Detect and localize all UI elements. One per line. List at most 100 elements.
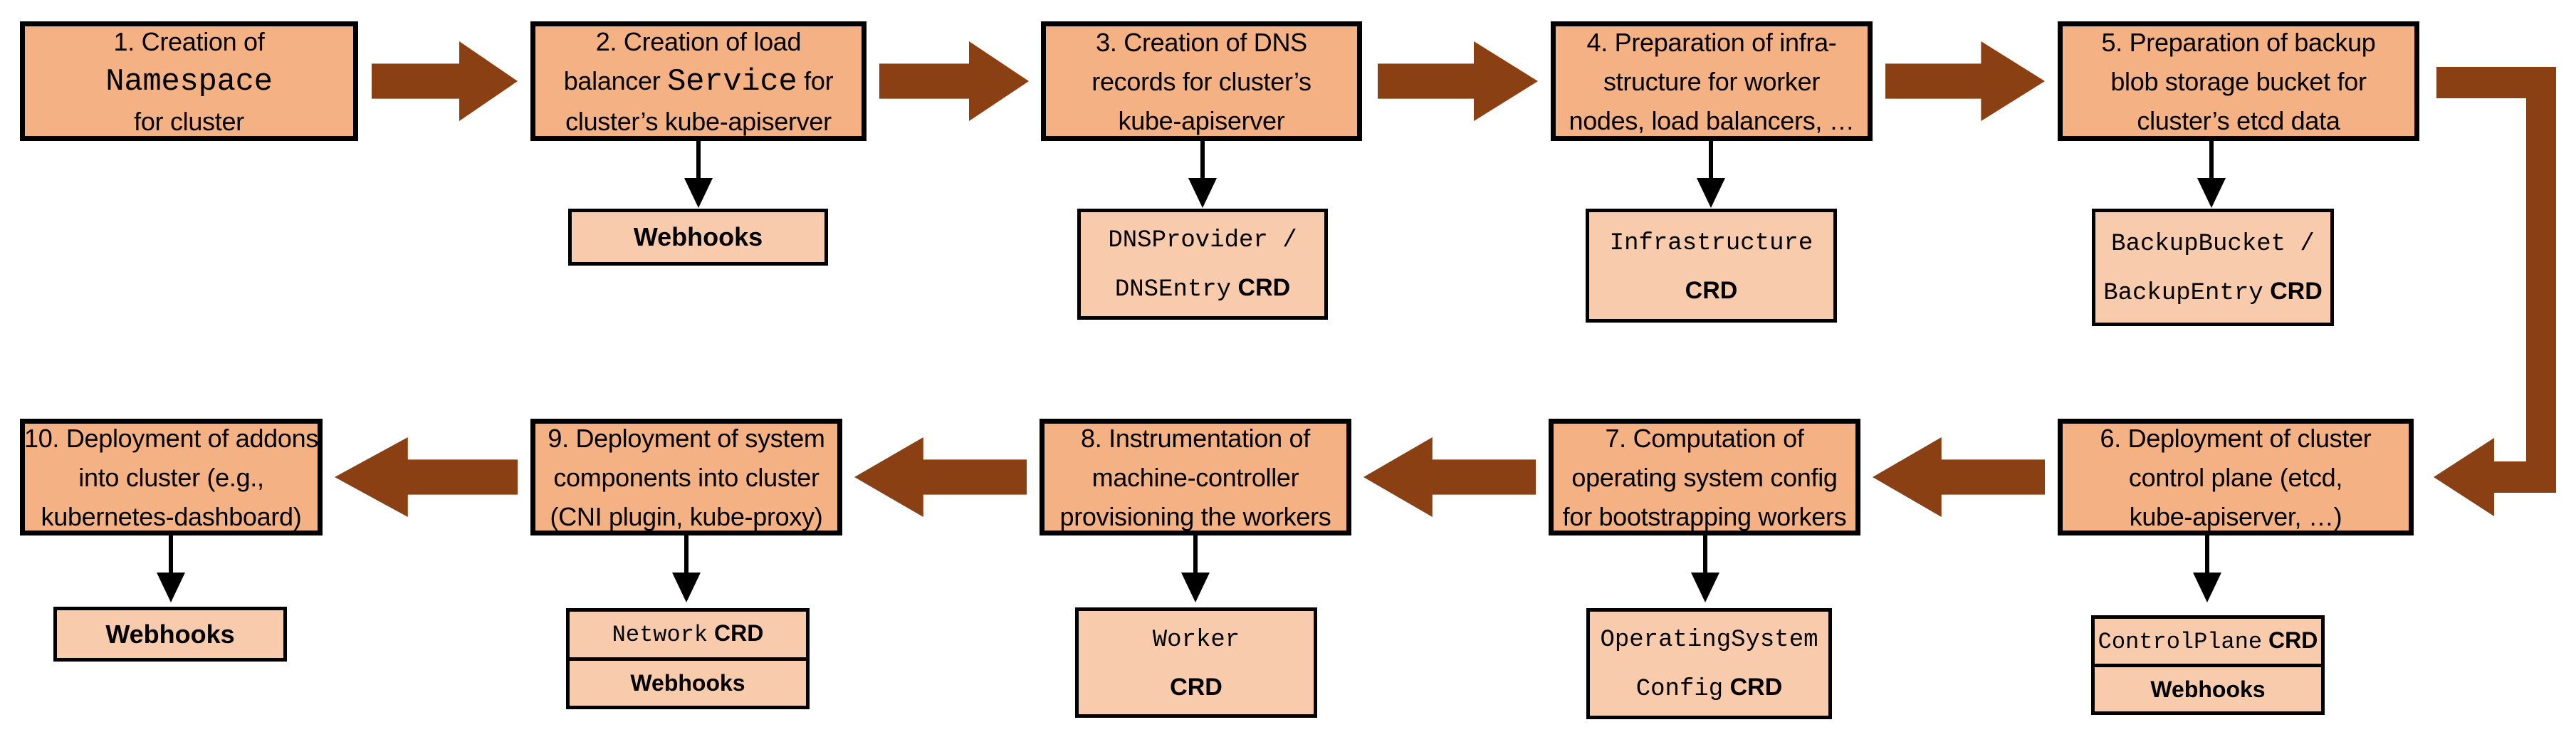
- text-segment: for bootstrapping workers: [1562, 501, 1847, 531]
- step-2-text-line: balancer Service for: [564, 61, 834, 102]
- step-2-box: 2. Creation of load balancer Service for…: [530, 21, 866, 141]
- text-segment: cluster’s kube-apiserver: [565, 106, 832, 136]
- step-8-text-line: machine-controller: [1092, 458, 1299, 497]
- step-4-crd-box: Infrastructure CRD: [1586, 209, 1837, 323]
- step-3-box: 3. Creation of DNS records for cluster’s…: [1041, 21, 1362, 141]
- step-2-webhooks-box: Webhooks: [568, 209, 828, 266]
- text-segment: Infrastructure: [1609, 229, 1813, 257]
- step-5-text-line: cluster’s etcd data: [2137, 101, 2340, 137]
- flow-arrow-9-to-10: [335, 437, 518, 517]
- text-segment: kube-apiserver, …): [2129, 501, 2342, 531]
- text-segment: DNSEntry: [1114, 276, 1232, 303]
- connector-arrowhead-step-3: [1188, 178, 1217, 208]
- step-3-text-line: records for cluster’s: [1091, 62, 1311, 101]
- crd-label-line: BackupBucket /: [2111, 219, 2315, 268]
- flow-arrow-5-to-6-bottom-arm: [2488, 461, 2556, 493]
- step-7-box: 7. Computation of operating system confi…: [1549, 419, 1860, 535]
- connector-line-step-7: [1703, 535, 1707, 577]
- text-segment: kubernetes-dashboard): [41, 501, 302, 531]
- flow-arrow-5-to-6-vertical-arm: [2526, 67, 2556, 493]
- flow-arrow-5-to-6-arrowhead: [2434, 438, 2494, 516]
- step-4-text-line: structure for worker: [1603, 62, 1820, 101]
- step-8-text-line: 8. Instrumentation of: [1081, 424, 1310, 458]
- step-6-crd-webhooks-stack: ControlPlane CRD Webhooks: [2091, 615, 2325, 715]
- text-segment: CRD: [1170, 674, 1222, 701]
- text-segment: cluster’s etcd data: [2137, 105, 2340, 135]
- crd-label-line: BackupEntry CRD: [2103, 268, 2323, 317]
- text-segment: BackupEntry: [2103, 279, 2263, 307]
- connector-line-step-9: [684, 535, 688, 577]
- text-segment: 3. Creation of DNS: [1096, 27, 1307, 57]
- flow-arrow-6-to-7: [1873, 437, 2045, 517]
- step-1-text-line: for cluster: [134, 102, 244, 137]
- text-segment: balancer: [563, 66, 668, 95]
- step-8-text-line: provisioning the workers: [1059, 497, 1331, 531]
- text-segment: control plane (etcd,: [2128, 462, 2343, 492]
- step-5-crd-box: BackupBucket / BackupEntry CRD: [2092, 209, 2334, 326]
- webhooks-cell: Webhooks: [570, 661, 806, 706]
- stack-divider: [2095, 663, 2321, 667]
- step-10-webhooks-box: Webhooks: [53, 607, 287, 662]
- connector-line-step-6: [2205, 535, 2209, 577]
- webhooks-label: Webhooks: [630, 670, 745, 696]
- stack-divider: [570, 657, 806, 661]
- text-segment: 9. Deployment of system: [548, 423, 825, 453]
- step-5-text-line: blob storage bucket for: [2110, 62, 2367, 101]
- step-3-text-line: 3. Creation of DNS: [1096, 26, 1307, 62]
- connector-line-step-4: [1709, 141, 1713, 182]
- text-segment: 6. Deployment of cluster: [2100, 423, 2372, 453]
- step-3-crd-box: DNSProvider / DNSEntry CRD: [1077, 209, 1328, 320]
- text-segment: 1. Creation of: [113, 26, 265, 56]
- webhooks-label: Webhooks: [634, 223, 763, 251]
- step-1-text-line: Namespace: [105, 61, 273, 102]
- crd-label-line: Network CRD: [612, 620, 764, 648]
- step-5-box: 5. Preparation of backup blob storage bu…: [2058, 21, 2419, 141]
- text-segment: BackupBucket /: [2111, 230, 2315, 258]
- step-2-text-line: cluster’s kube-apiserver: [565, 102, 832, 137]
- text-segment: 4. Preparation of infra-: [1586, 27, 1837, 57]
- step-10-text-line: into cluster (e.g.,: [78, 458, 264, 497]
- crd-label-line: DNSProvider /: [1108, 215, 1297, 264]
- crd-label-line: CRD: [1685, 267, 1738, 314]
- text-segment: kube-apiserver: [1118, 105, 1285, 135]
- crd-label-line: Infrastructure: [1610, 218, 1813, 267]
- step-4-text-line: 4. Preparation of infra-: [1586, 26, 1837, 62]
- text-segment: provisioning the workers: [1059, 501, 1331, 531]
- crd-label-line: DNSEntry CRD: [1115, 264, 1290, 313]
- text-segment: blob storage bucket for: [2110, 66, 2367, 96]
- step-7-text-line: 7. Computation of: [1605, 423, 1804, 458]
- connector-line-step-8: [1193, 535, 1198, 577]
- text-segment: CRD: [1685, 276, 1738, 304]
- text-segment: CRD: [2263, 277, 2323, 305]
- flow-arrow-4-to-5: [1885, 41, 2045, 121]
- flow-arrow-1-to-2: [372, 41, 518, 121]
- text-segment: structure for worker: [1603, 66, 1821, 96]
- step-6-text-line: control plane (etcd,: [2129, 458, 2342, 497]
- text-segment: for cluster: [134, 106, 244, 136]
- step-9-box: 9. Deployment of system components into …: [530, 419, 842, 535]
- connector-arrowhead-step-5: [2197, 178, 2226, 208]
- step-6-box: 6. Deployment of cluster control plane (…: [2058, 419, 2414, 535]
- text-segment: components into cluster: [553, 462, 820, 492]
- text-segment: machine-controller: [1091, 462, 1299, 492]
- text-segment: 7. Computation of: [1605, 423, 1804, 453]
- connector-arrowhead-step-10: [157, 573, 185, 602]
- connector-line-step-5: [2209, 141, 2214, 182]
- step-4-text-line: nodes, load balancers, …: [1569, 101, 1855, 137]
- step-5-text-line: 5. Preparation of backup: [2101, 26, 2375, 62]
- text-segment: 2. Creation of load: [595, 26, 802, 56]
- step-8-crd-box: Worker CRD: [1075, 607, 1317, 718]
- text-segment: Webhooks: [2150, 676, 2266, 702]
- crd-label-line: CRD: [1170, 664, 1222, 711]
- connector-arrowhead-step-4: [1697, 178, 1725, 208]
- text-segment: nodes, load balancers, …: [1569, 105, 1855, 135]
- step-4-box: 4. Preparation of infra- structure for w…: [1551, 21, 1873, 141]
- text-segment: 10. Deployment of addons: [23, 423, 319, 453]
- text-segment: CRD: [708, 620, 764, 647]
- connector-arrowhead-step-2: [684, 178, 713, 208]
- flow-arrow-8-to-9: [854, 437, 1027, 517]
- step-1-box: 1. Creation of Namespace for cluster: [20, 21, 358, 141]
- connector-arrowhead-step-6: [2193, 573, 2221, 602]
- step-6-text-line: kube-apiserver, …): [2129, 497, 2342, 531]
- network-crd-cell: Network CRD: [570, 612, 806, 657]
